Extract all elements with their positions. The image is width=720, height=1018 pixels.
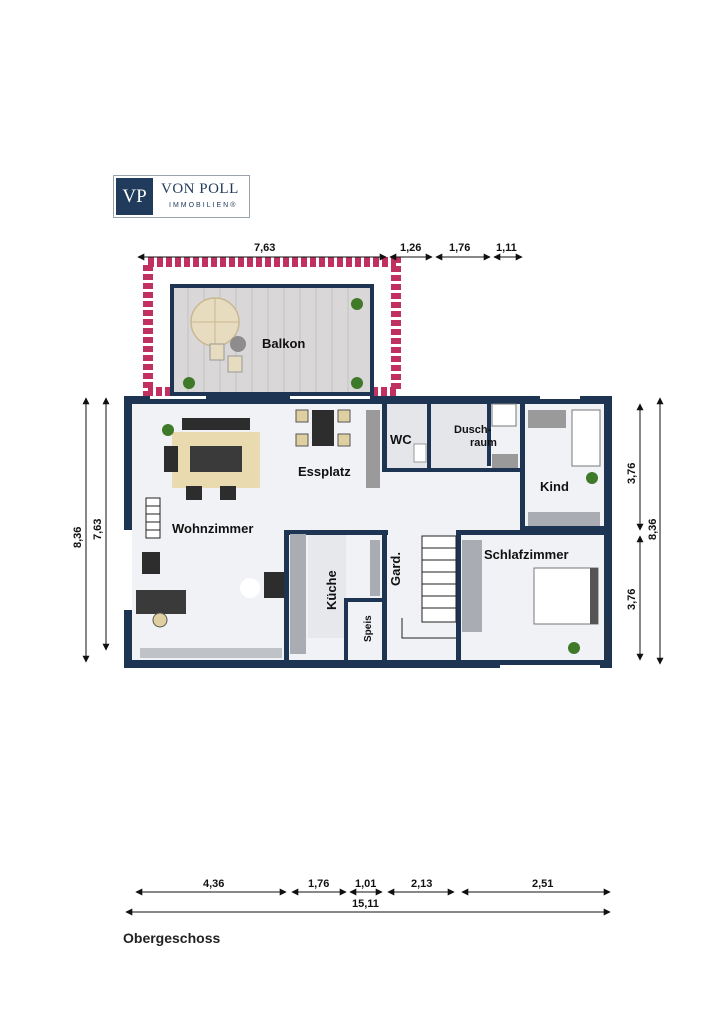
single-bed-icon xyxy=(571,409,601,467)
plant-icon xyxy=(183,377,195,389)
parasol-icon xyxy=(190,297,240,347)
chair-icon xyxy=(152,612,168,628)
vp-monogram: VP xyxy=(116,178,153,215)
armchair-icon xyxy=(142,552,160,574)
kids-shelf xyxy=(528,512,600,526)
room-label-balkon: Balkon xyxy=(262,336,305,351)
plant-icon xyxy=(351,377,363,389)
dim-bottom-4: 2,13 xyxy=(411,878,432,890)
dim-top-3: 1,76 xyxy=(449,242,470,254)
dim-left-outer: 8,36 xyxy=(72,527,84,548)
plant-icon xyxy=(568,642,580,654)
kitchen-counter xyxy=(290,534,306,654)
dim-bottom-5: 2,51 xyxy=(532,878,553,890)
room-label-kueche: Küche xyxy=(324,570,339,610)
plant-icon xyxy=(162,424,174,436)
floor-title: Obergeschoss xyxy=(123,930,221,946)
plant-icon xyxy=(586,472,598,484)
counter xyxy=(366,410,380,488)
logo-name: VON POLL xyxy=(161,181,239,197)
room-label-kind: Kind xyxy=(540,479,569,494)
credit-text: Immogrundriss xyxy=(605,618,611,658)
dim-right-lower: 3,76 xyxy=(626,589,638,610)
dining-table-icon xyxy=(164,418,250,500)
dim-bottom-total: 15,11 xyxy=(352,898,379,910)
double-bed-icon xyxy=(533,567,599,625)
balcony xyxy=(143,257,401,397)
desk-icon xyxy=(136,590,186,614)
room-label-wohnzimmer: Wohnzimmer xyxy=(172,521,253,536)
washer-icon xyxy=(492,454,518,468)
bar-stools-icon xyxy=(295,409,351,447)
dim-bottom-2: 1,76 xyxy=(308,878,329,890)
dim-bottom-3: 1,01 xyxy=(355,878,376,890)
walls xyxy=(124,396,612,668)
room-label-schlafzimmer: Schlafzimmer xyxy=(484,547,569,562)
lounge-chairs-icon xyxy=(209,336,246,373)
dim-top-4: 1,11 xyxy=(496,242,517,254)
room-label-dusch-2: raum xyxy=(470,437,497,449)
dim-right-upper: 3,76 xyxy=(626,463,638,484)
table-lamp-icon xyxy=(240,578,260,598)
radiator-icon xyxy=(145,497,161,539)
room-label-dusch-1: Dusch- xyxy=(454,424,492,436)
dim-bottom-1: 4,36 xyxy=(203,878,224,890)
dim-right-outer: 8,36 xyxy=(647,519,659,540)
kitchen-tiles xyxy=(308,534,346,638)
room-label-gard: Gard. xyxy=(388,552,403,586)
staircase-icon xyxy=(401,535,457,639)
shower-tiles xyxy=(430,404,488,470)
bedroom-wardrobe xyxy=(462,540,482,632)
dim-left-inner: 7,63 xyxy=(92,519,104,540)
kids-desk-icon xyxy=(528,410,566,428)
room-label-essplatz: Essplatz xyxy=(298,464,351,479)
dimension-lines xyxy=(82,253,664,916)
dim-top-1: 7,63 xyxy=(254,242,275,254)
von-poll-logo: VP VON POLL IMMOBILIEN® xyxy=(113,175,250,218)
windows xyxy=(150,396,600,668)
sink-icon xyxy=(491,403,517,427)
toilet-icon xyxy=(413,443,427,463)
terrace-stripes xyxy=(124,672,468,862)
logo-subtitle: IMMOBILIEN® xyxy=(169,202,238,209)
room-label-speis: Speis xyxy=(363,615,374,642)
room-label-wc: WC xyxy=(390,432,412,447)
fridge-icon xyxy=(264,572,284,598)
plant-icon xyxy=(351,298,363,310)
wardrobe xyxy=(370,540,380,596)
dim-top-2: 1,26 xyxy=(400,242,421,254)
shelf xyxy=(140,648,282,658)
